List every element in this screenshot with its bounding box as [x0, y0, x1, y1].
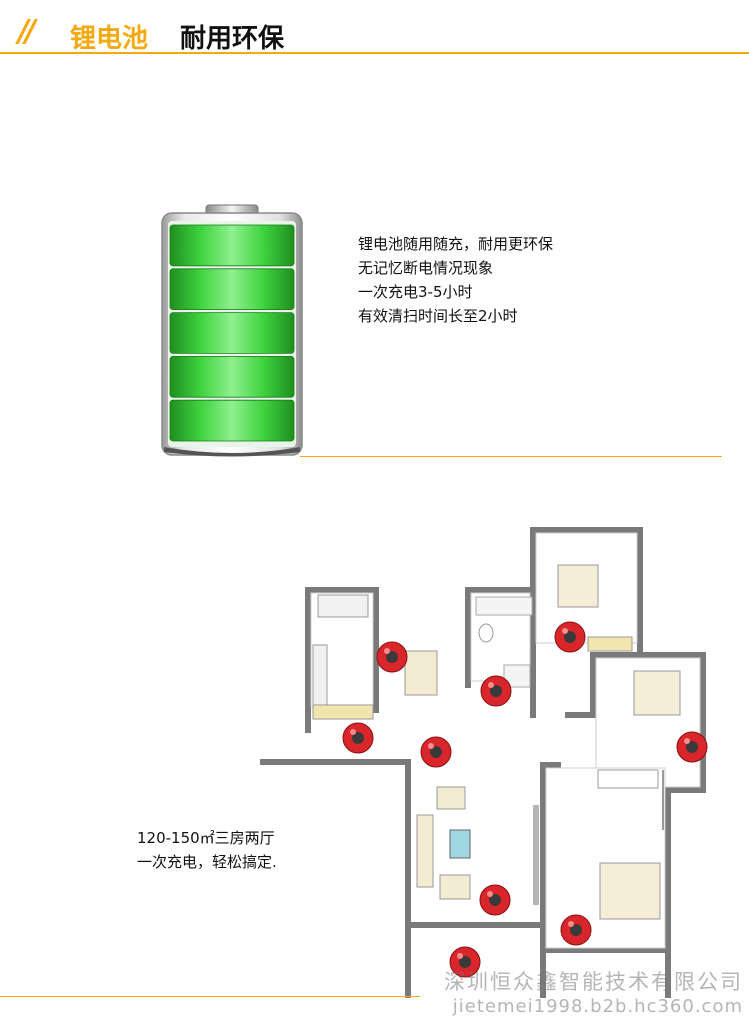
- robot-vacuum-icon: [376, 641, 408, 673]
- section-divider: [300, 456, 722, 457]
- robot-vacuum-icon: [676, 731, 708, 763]
- header-underline: [0, 52, 749, 54]
- battery-description: 锂电池随用随充，耐用更环保 无记忆断电情况现象 一次充电3-5小时 有效清扫时间…: [358, 232, 553, 328]
- battery-cell: [169, 399, 295, 442]
- battery-line: 有效清扫时间长至2小时: [358, 307, 518, 325]
- battery-cell: [169, 312, 295, 354]
- section-divider: [0, 996, 420, 997]
- robot-vacuum-icon: [342, 722, 374, 754]
- battery-line: 一次充电3-5小时: [358, 283, 473, 301]
- battery-cell: [169, 268, 295, 311]
- battery-icon: [161, 204, 303, 457]
- floor-plan-description: 120-150㎡三房两厅 一次充电，轻松搞定.: [137, 826, 277, 874]
- header-slashes: //: [18, 14, 36, 49]
- plan-line: 一次充电，轻松搞定.: [137, 853, 277, 871]
- robot-vacuum-icon: [554, 621, 586, 653]
- robot-vacuum-icon: [420, 736, 452, 768]
- robot-vacuum-icon: [560, 914, 592, 946]
- battery-line: 无记忆断电情况现象: [358, 259, 494, 277]
- battery-cell: [169, 224, 295, 267]
- floor-plan-image: [260, 527, 708, 998]
- plan-line: 120-150㎡三房两厅: [137, 829, 275, 847]
- battery-line: 锂电池随用随充，耐用更环保: [358, 235, 554, 253]
- battery-cell: [169, 355, 295, 398]
- robot-vacuum-icon: [479, 884, 511, 916]
- header-title-main: 耐用环保: [180, 24, 285, 54]
- watermark-company: 深圳恒众鑫智能技术有限公司: [444, 970, 743, 994]
- watermark-url: jietemei1998.b2b.hc360.com: [452, 996, 743, 1017]
- robot-vacuum-icon: [449, 946, 481, 978]
- header-title-highlight: 锂电池: [70, 24, 149, 54]
- page-header: // 锂电池 耐用环保: [0, 0, 749, 54]
- robot-vacuum-icon: [480, 675, 512, 707]
- watermark: 深圳恒众鑫智能技术有限公司 jietemei1998.b2b.hc360.com: [444, 966, 743, 1017]
